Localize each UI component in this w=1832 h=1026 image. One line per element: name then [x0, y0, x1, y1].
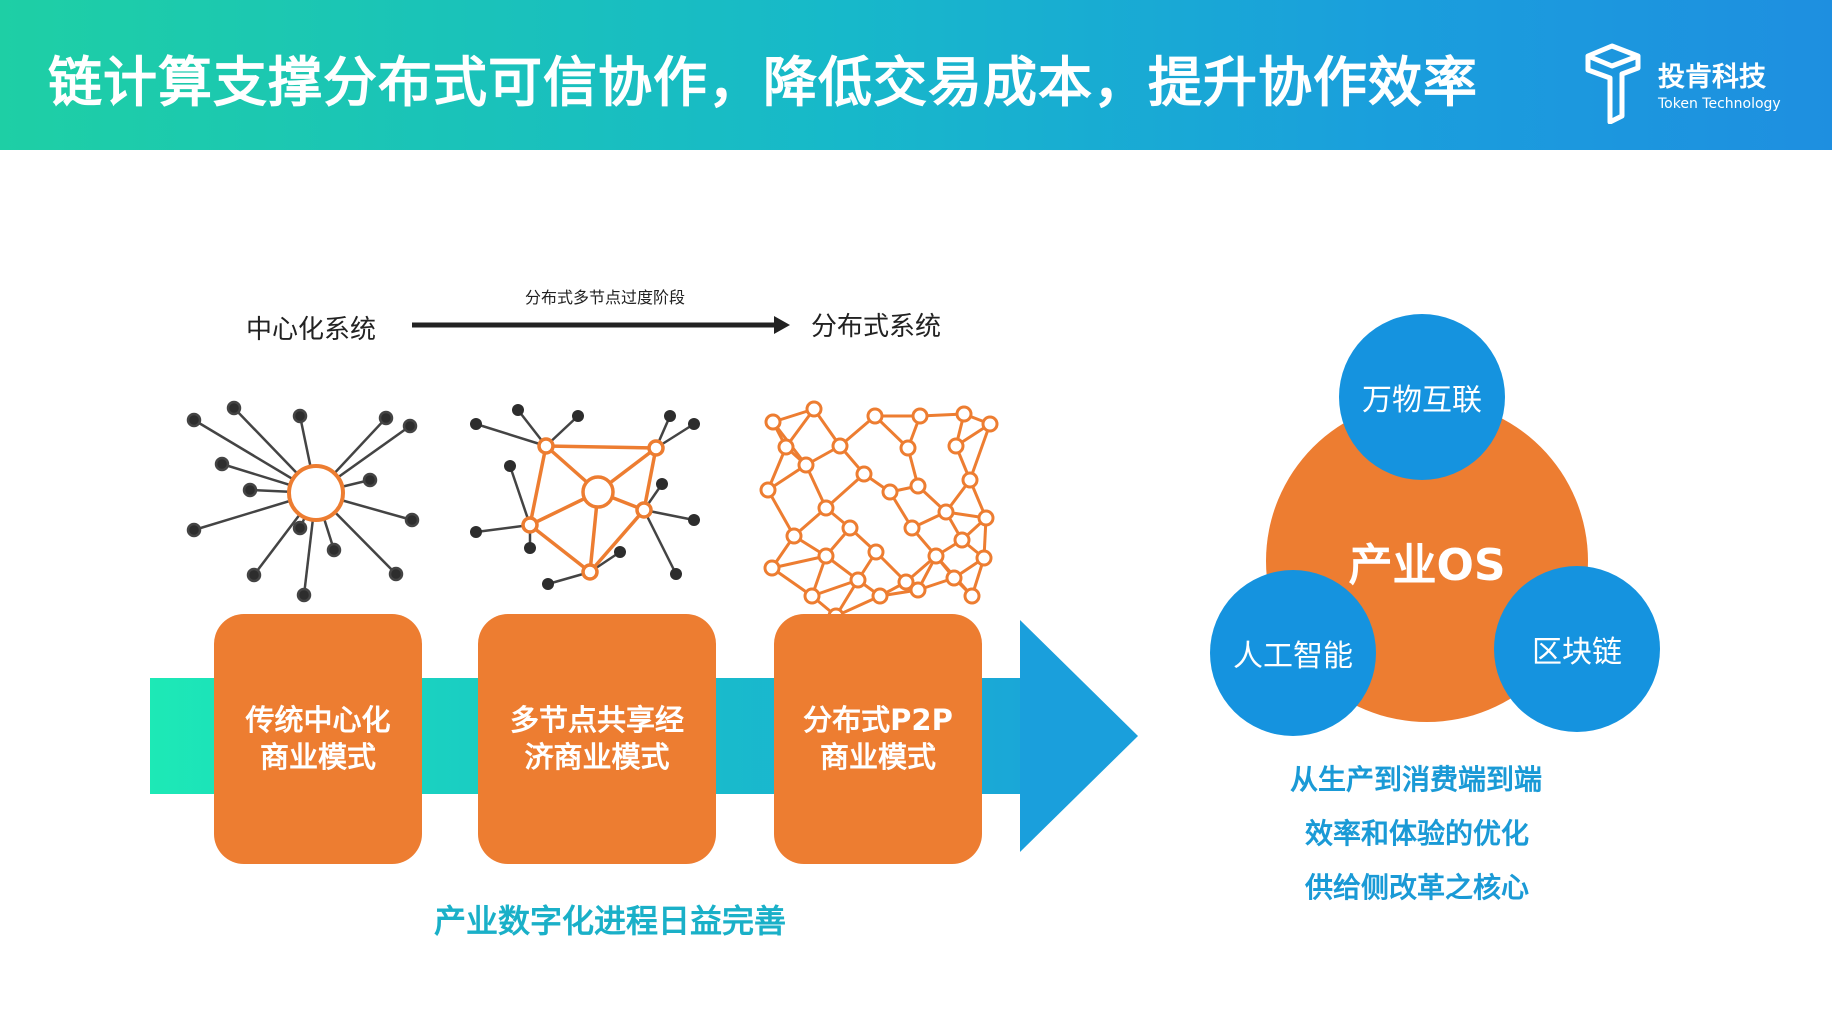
os-note-line2: 效率和体验的优化: [1305, 817, 1530, 850]
mesh-node: [866, 407, 884, 425]
stage-box-centralized: 传统中心化 商业模式: [214, 614, 422, 864]
mesh-node: [841, 519, 859, 537]
mesh-node: [953, 531, 971, 549]
mesh-node: [909, 477, 927, 495]
blockchain-label: 区块链: [1532, 635, 1622, 670]
multi-node-network-icon: [470, 404, 700, 590]
mesh-node: [981, 415, 999, 433]
mesh-node: [764, 413, 782, 431]
mesh-node: [881, 483, 899, 501]
iot-label: 万物互联: [1362, 383, 1482, 418]
mesh-node: [947, 437, 965, 455]
mesh-node: [897, 573, 915, 591]
mesh-link: [766, 489, 796, 537]
mesh-node: [911, 407, 929, 425]
mesh-link: [771, 554, 827, 570]
mesh-node: [797, 456, 815, 474]
logo-company-subtitle: Token Technology: [1658, 96, 1781, 112]
mesh-node: [927, 547, 945, 565]
mesh-node: [785, 527, 803, 545]
iot-circle: 万物互联: [1339, 314, 1505, 480]
ai-label: 人工智能: [1233, 639, 1353, 674]
os-note-line1: 从生产到消费端到端: [1290, 763, 1543, 796]
stage-box-multi-node: 多节点共享经 济商业模式: [478, 614, 716, 864]
mesh-node: [899, 439, 917, 457]
blockchain-circle: 区块链: [1494, 566, 1660, 732]
centralized-system-label: 中心化系统: [246, 315, 377, 345]
stage-label-line1: 分布式P2P: [803, 703, 953, 737]
stage-label-line2: 商业模式: [819, 740, 936, 774]
mesh-node: [777, 438, 795, 456]
mesh-node: [937, 503, 955, 521]
industry-os-label: 产业OS: [1348, 540, 1506, 591]
os-note-line3: 供给侧改革之核心: [1305, 871, 1530, 904]
mesh-node: [817, 547, 835, 565]
mesh-node: [963, 587, 981, 605]
mesh-node: [961, 471, 979, 489]
mesh-node: [909, 581, 927, 599]
mesh-node: [871, 587, 889, 605]
stage-box-distributed: 分布式P2P 商业模式: [774, 614, 982, 864]
mesh-node: [805, 400, 823, 418]
digitalization-caption: 产业数字化进程日益完善: [434, 902, 787, 940]
mesh-node: [831, 437, 849, 455]
mesh-link: [968, 423, 992, 481]
logo-company-name: 投肯科技: [1658, 62, 1766, 93]
mesh-node: [975, 549, 993, 567]
mesh-node: [945, 569, 963, 587]
page-title: 链计算支撑分布式可信协作，降低交易成本，提升协作效率: [48, 51, 1478, 114]
mesh-node: [759, 481, 777, 499]
mesh-node: [855, 465, 873, 483]
mesh-node: [955, 405, 973, 423]
centralized-network-icon: [186, 400, 420, 603]
mesh-node: [817, 499, 835, 517]
header-banner: 链计算支撑分布式可信协作，降低交易成本，提升协作效率 投肯科技 Token Te…: [0, 0, 1832, 150]
distributed-system-label: 分布式系统: [811, 312, 942, 342]
mesh-node: [803, 587, 821, 605]
mesh-node: [867, 543, 885, 561]
ai-circle: 人工智能: [1210, 570, 1376, 736]
token-technology-logo-icon: [1585, 43, 1641, 124]
mesh-node: [903, 519, 921, 537]
stage-label-line2: 商业模式: [259, 740, 376, 774]
mesh-node: [849, 571, 867, 589]
distributed-mesh-network-icon: [759, 400, 999, 625]
stage-label-line2: 济商业模式: [524, 740, 670, 774]
stage-label-line1: 多节点共享经: [509, 703, 684, 737]
mesh-node: [977, 509, 995, 527]
stage-label-line1: 传统中心化: [245, 703, 391, 737]
transition-arrow: [412, 316, 790, 334]
mesh-node: [763, 559, 781, 577]
transition-stage-label: 分布式多节点过度阶段: [525, 288, 686, 307]
